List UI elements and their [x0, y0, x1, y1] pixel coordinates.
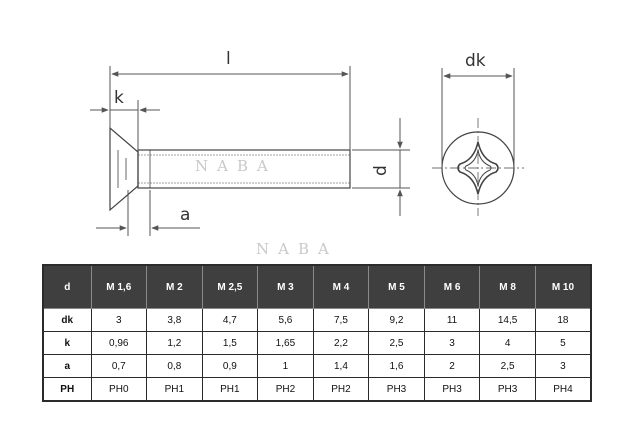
table-cell: PH3: [423, 377, 481, 402]
table-cell: 0,9: [201, 354, 259, 378]
table-cell: 4: [479, 331, 536, 355]
label-thread-diameter: d: [371, 165, 391, 176]
header-size: M 2,5: [201, 264, 259, 309]
table-row: a 0,7 0,8 0,9 1 1,4 1,6 2 2,5 3: [42, 354, 592, 378]
dimension-head-diameter: [441, 68, 515, 168]
header-size: M 3: [257, 264, 314, 309]
table-cell: 3: [534, 354, 592, 378]
table-cell: 0,7: [90, 354, 148, 378]
table-cell: 1,6: [368, 354, 425, 378]
dimension-length: [109, 66, 351, 150]
table-cell: 1,2: [146, 331, 203, 355]
table-cell: 2,2: [312, 331, 370, 355]
header-size: M 2: [146, 264, 203, 309]
table-cell: 18: [534, 308, 592, 332]
table-row: dk 3 3,8 4,7 5,6 7,5 9,2 11 14,5 18: [42, 308, 592, 332]
table-cell: 0,96: [90, 331, 148, 355]
table-cell: PH4: [534, 377, 592, 402]
label-length: l: [226, 49, 231, 69]
header-size: M 8: [479, 264, 536, 309]
table-cell: 5,6: [257, 308, 314, 332]
row-label: dk: [42, 308, 92, 332]
table-cell: 9,2: [368, 308, 425, 332]
table-row: PH PH0 PH1 PH1 PH2 PH2 PH3 PH3 PH3 PH4: [42, 377, 592, 402]
table-cell: PH2: [312, 377, 370, 402]
table-cell: PH1: [201, 377, 259, 402]
label-head-diameter: dk: [465, 51, 486, 71]
row-label: a: [42, 354, 92, 378]
watermark: NABA: [195, 157, 277, 175]
header-size: M 4: [312, 264, 370, 309]
dimension-head-height: [90, 100, 160, 150]
header-size: M 6: [423, 264, 481, 309]
table-cell: 0,8: [146, 354, 203, 378]
phillips-recess: [457, 141, 499, 195]
table-cell: PH1: [146, 377, 203, 402]
table-cell: PH3: [368, 377, 425, 402]
table-cell: 3: [90, 308, 148, 332]
header-size: M 1,6: [90, 264, 148, 309]
table-cell: 1,65: [257, 331, 314, 355]
screw-shank: [137, 149, 351, 189]
table-cell: 11: [423, 308, 481, 332]
screw-front-view: [432, 118, 524, 216]
table-row: k 0,96 1,2 1,5 1,65 2,2 2,5 3 4 5: [42, 331, 592, 355]
table-cell: 2,5: [479, 354, 536, 378]
table-cell: 7,5: [312, 308, 370, 332]
dimension-thread-diameter: [352, 118, 410, 216]
table-cell: PH2: [257, 377, 314, 402]
header-size: M 5: [368, 264, 425, 309]
screw-side-view: [109, 126, 351, 212]
header-size: M 10: [534, 264, 592, 309]
table-cell: 4,7: [201, 308, 259, 332]
table-cell: 1: [257, 354, 314, 378]
watermark: NABA: [256, 240, 338, 258]
table-cell: PH3: [479, 377, 536, 402]
table-cell: 14,5: [479, 308, 536, 332]
table-cell: 5: [534, 331, 592, 355]
label-head-height: k: [114, 88, 124, 108]
row-label: PH: [42, 377, 92, 402]
table-cell: PH0: [90, 377, 148, 402]
screw-head: [109, 126, 139, 212]
table-cell: 3,8: [146, 308, 203, 332]
table-cell: 1,5: [201, 331, 259, 355]
label-under-head: a: [180, 205, 190, 225]
table-header-row: d M 1,6 M 2 M 2,5 M 3 M 4 M 5 M 6 M 8 M …: [42, 264, 592, 309]
table-cell: 2: [423, 354, 481, 378]
size-spec-table: d M 1,6 M 2 M 2,5 M 3 M 4 M 5 M 6 M 8 M …: [42, 264, 592, 402]
table-cell: 3: [423, 331, 481, 355]
header-corner: d: [42, 264, 92, 309]
row-label: k: [42, 331, 92, 355]
table-cell: 1,4: [312, 354, 370, 378]
table-cell: 2,5: [368, 331, 425, 355]
screw-technical-drawing: l k a d dk: [90, 49, 524, 236]
dimension-under-head: [96, 190, 200, 236]
